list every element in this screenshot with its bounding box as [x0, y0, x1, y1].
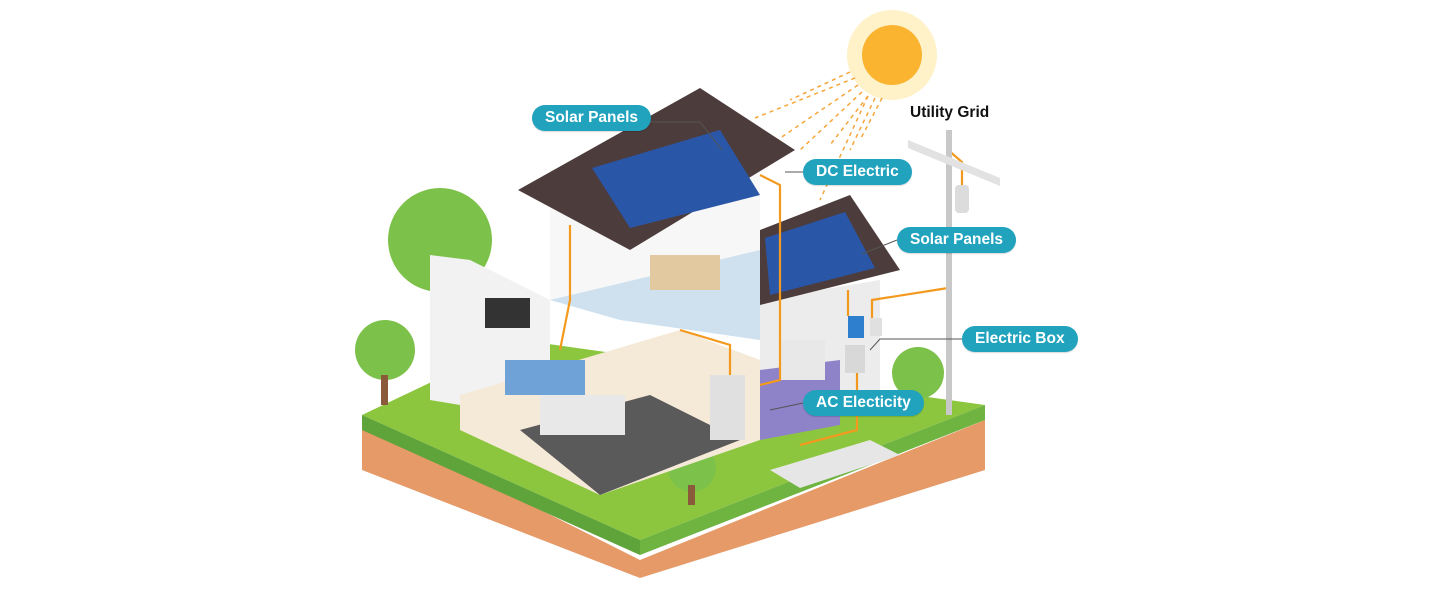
- label-electric-box: Electric Box: [962, 326, 1078, 352]
- sun-icon: [847, 10, 937, 100]
- label-ac-electricity: AC Electicity: [803, 390, 924, 416]
- utility-pole-icon: [908, 130, 1000, 415]
- label-solar-panels-main: Solar Panels: [532, 105, 652, 131]
- leader-lines: [650, 121, 962, 411]
- label-utility-grid: Utility Grid: [910, 104, 990, 121]
- house: [430, 88, 900, 495]
- label-dc-electric: DC Electric: [803, 159, 912, 185]
- sun-rays: [754, 71, 883, 201]
- label-solar-panels-annex: Solar Panels: [897, 227, 1017, 253]
